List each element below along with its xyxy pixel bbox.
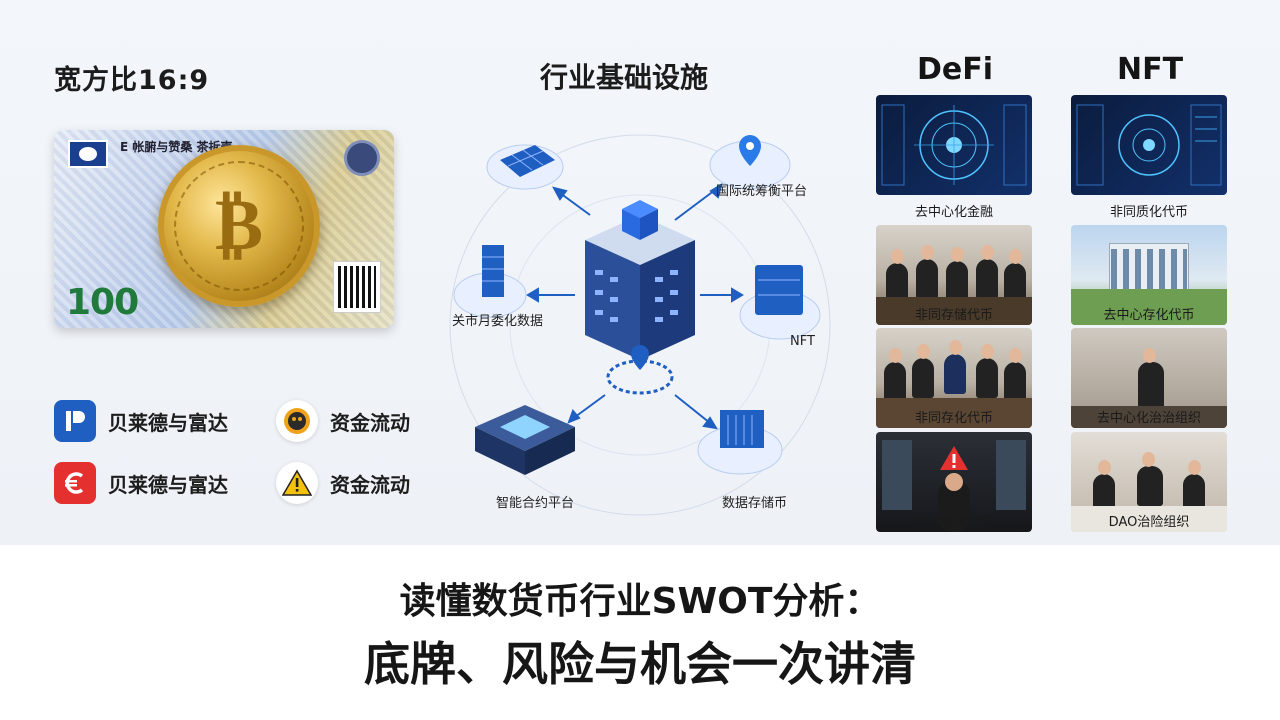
- defi-column-title: DeFi: [917, 52, 994, 87]
- infrastructure-title: 行业基础设施: [540, 61, 709, 94]
- nft-building-image: [1071, 225, 1227, 325]
- qr-code-icon: [333, 261, 381, 313]
- image-caption: 去中心化治治组织: [1096, 411, 1201, 426]
- nft-dashboard-image: [1071, 95, 1227, 195]
- headline-line-1: 读懂数货币行业SWOT分析：: [399, 581, 881, 622]
- infrastructure-diagram: [449, 134, 831, 516]
- image-caption: 去中心化金融: [914, 205, 993, 220]
- defi-dashboard-image: [876, 95, 1032, 195]
- chip-node-icon: [475, 405, 575, 475]
- coin-face-icon: [276, 400, 318, 442]
- server-node-icon: [739, 265, 821, 340]
- nft-press-image: [1071, 328, 1227, 428]
- eu-flag-icon: [68, 140, 108, 168]
- headline-line-2: 底牌、风险与机会一次讲清: [364, 637, 916, 691]
- central-server-icon: [585, 200, 695, 360]
- node-label-platform: 国际统筹衡平台: [716, 184, 808, 199]
- title-panel: [0, 545, 1280, 720]
- list-item-blackrock-2: 贝莱德与富达: [54, 462, 228, 504]
- warning-icon: [276, 462, 318, 504]
- image-caption: 非同质化代币: [1109, 205, 1188, 220]
- node-label-data: 关市月委化数据: [452, 314, 544, 329]
- list-item-blackrock-1: 贝莱德与富达: [54, 400, 228, 442]
- defi-meeting-image: [876, 225, 1032, 325]
- network-pin-icon: [606, 345, 674, 395]
- location-pin-icon: [709, 135, 791, 190]
- defi-conference-image: [876, 328, 1032, 428]
- image-caption: 去中心存化代币: [1103, 308, 1195, 323]
- grid-node-icon: [486, 144, 564, 190]
- parking-icon: [54, 400, 96, 442]
- ftx-warning-image: [876, 432, 1032, 532]
- list-item-capital-flow-2: 资金流动: [276, 462, 410, 504]
- list-item-label: 资金流动: [330, 410, 410, 435]
- list-item-capital-flow-1: 资金流动: [276, 400, 410, 442]
- list-item-label: 贝莱德与富达: [108, 410, 228, 435]
- seal-icon: [344, 140, 380, 176]
- list-item-label: 资金流动: [330, 472, 410, 497]
- image-caption: 非同存化代币: [914, 411, 993, 426]
- euro-c-icon: [54, 462, 96, 504]
- image-caption: DAO治险组织: [1108, 515, 1190, 530]
- list-item-label: 贝莱德与富达: [108, 472, 228, 497]
- aspect-ratio-label: 宽方比16:9: [54, 65, 210, 96]
- nft-panel-image: [1071, 432, 1227, 532]
- node-label-smart-contract: 智能合约平台: [496, 496, 575, 511]
- node-label-nft: NFT: [790, 334, 815, 349]
- banknote-amount: 100: [66, 282, 139, 323]
- image-caption: FTX治理组织: [915, 515, 993, 530]
- storage-node-icon: [697, 410, 783, 475]
- stack-node-icon: [453, 245, 527, 318]
- image-caption: 非同存储代币: [914, 308, 993, 323]
- bitcoin-symbol: ₿: [214, 181, 264, 266]
- bitcoin-coin-icon: ₿: [158, 145, 320, 307]
- nft-column-title: NFT: [1117, 52, 1184, 87]
- banknote-bank-text: E 帐腑与赞桑 茶拆壳: [120, 140, 233, 154]
- node-label-storage-coin: 数据存储币: [722, 496, 788, 511]
